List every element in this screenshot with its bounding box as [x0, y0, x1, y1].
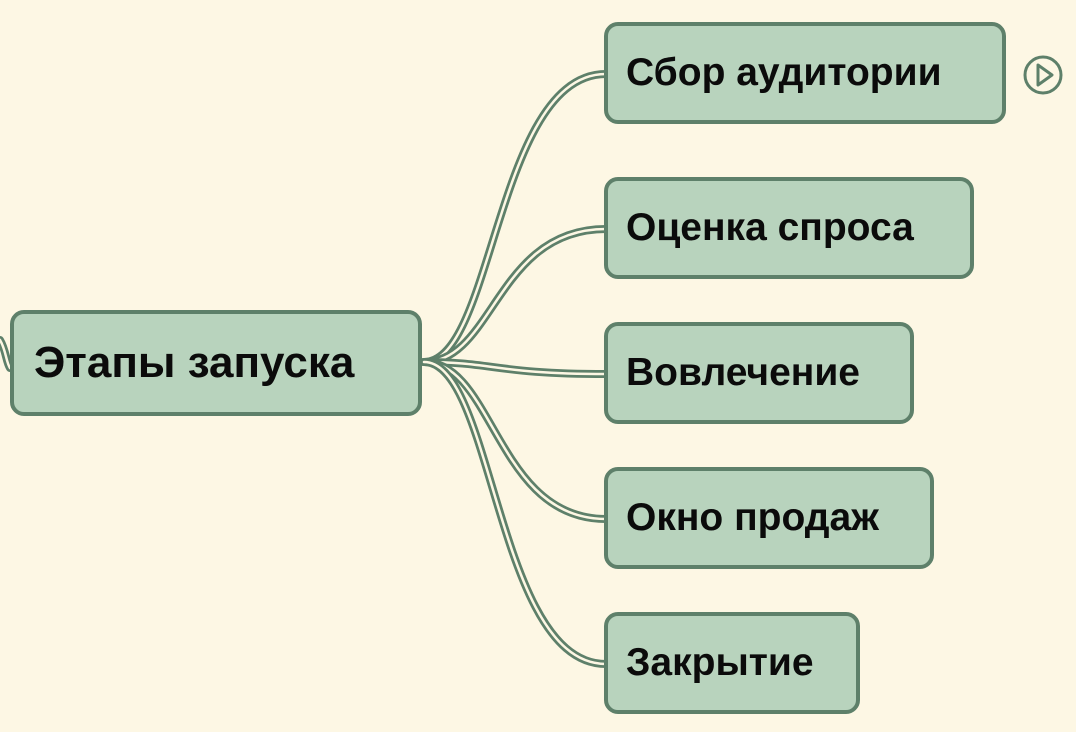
child-node-demand[interactable]: Оценка спроса [604, 177, 974, 279]
child-node-engagement[interactable]: Вовлечение [604, 322, 914, 424]
root-node-label: Этапы запуска [34, 338, 355, 387]
child-node-sales-window[interactable]: Окно продаж [604, 467, 934, 569]
parent-connector-line-gap [0, 338, 12, 370]
connector-line [420, 70, 610, 366]
connector-line-gap [422, 360, 608, 376]
child-node-label: Закрытие [626, 641, 814, 684]
connector-line-gap [422, 360, 608, 521]
child-node-label: Окно продаж [626, 496, 879, 539]
connector-line-gap [422, 227, 608, 364]
child-node-audience[interactable]: Сбор аудитории [604, 22, 1006, 124]
child-node-label: Оценка спроса [626, 206, 914, 249]
child-node-label: Вовлечение [626, 351, 860, 394]
child-node-label: Сбор аудитории [626, 51, 942, 94]
child-node-closing[interactable]: Закрытие [604, 612, 860, 714]
connector-line-gap [422, 360, 608, 666]
connector-line-gap [422, 72, 608, 364]
play-circle-icon[interactable] [1022, 54, 1064, 96]
root-node[interactable]: Этапы запуска [10, 310, 422, 416]
